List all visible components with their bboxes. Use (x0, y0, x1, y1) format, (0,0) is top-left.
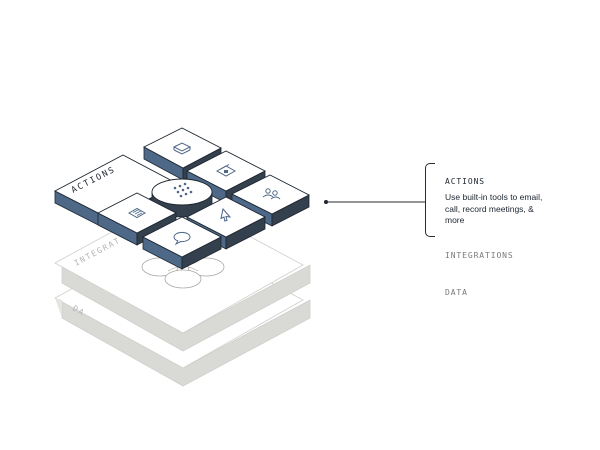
browser-window-icon (215, 164, 237, 177)
cursor-icon (220, 207, 232, 222)
legend-item-actions[interactable]: ACTIONS Use built-in tools to email, cal… (445, 177, 555, 227)
legend-title-actions: ACTIONS (445, 177, 486, 186)
data-layer-edge (55, 298, 62, 318)
book-icon (172, 142, 192, 155)
legend-title-data: DATA (445, 288, 468, 297)
actions-layer: ACTIONS (54, 127, 310, 270)
legend-bracket (425, 163, 435, 237)
legend-description-actions: Use built-in tools to email, call, recor… (445, 192, 543, 225)
people-icon (262, 188, 281, 200)
document-icon (127, 207, 147, 219)
chat-bubble-icon (173, 231, 191, 246)
legend-item-integrations[interactable]: INTEGRATIONS (445, 251, 514, 260)
legend-title-integrations: INTEGRATIONS (445, 251, 514, 260)
legend-item-data[interactable]: DATA (445, 288, 468, 297)
tile-chat[interactable] (142, 216, 222, 270)
connector-dot (324, 200, 328, 204)
grid-dots-icon (173, 182, 193, 198)
